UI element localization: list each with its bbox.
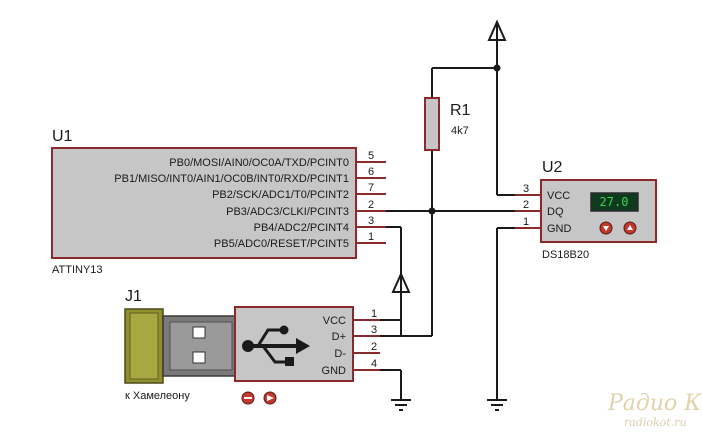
u1-pin-number: 7 xyxy=(368,182,374,194)
u1-pin-number: 5 xyxy=(368,150,374,162)
temp-up-button[interactable] xyxy=(623,221,637,235)
u2-pin-number: 1 xyxy=(523,216,529,228)
j1-pin-label: D+ xyxy=(332,331,346,343)
u2-lcd-display xyxy=(590,192,639,212)
temp-down-button[interactable] xyxy=(599,221,613,235)
j1-pin-number: 1 xyxy=(371,308,377,320)
j1-usb-connector: J1 VCC D+ D- GND 1 3 2 4 xyxy=(124,288,380,405)
u1-pin-label: PB2/SCK/ADC1/T0/PCINT2 xyxy=(212,189,349,201)
ground-symbol-j1 xyxy=(391,399,411,411)
r1-value: 4k7 xyxy=(451,125,469,137)
r1-refdes: R1 xyxy=(450,102,471,119)
j1-pin-number: 4 xyxy=(371,358,377,370)
u2-part-name: DS18B20 xyxy=(542,249,589,261)
usb-icon xyxy=(242,325,310,366)
u2-ds18b20: U2 3 2 1 VCC DQ GND 27.0 DS18B20 xyxy=(515,159,657,261)
u2-pin-label: VCC xyxy=(547,190,570,202)
u2-pin-label: GND xyxy=(547,223,572,235)
arrow-down-icon xyxy=(603,226,609,231)
power-symbol-j1 xyxy=(391,271,411,293)
j1-pin-label: GND xyxy=(322,365,347,377)
u1-refdes: U1 xyxy=(52,128,73,145)
junction-dot xyxy=(493,64,501,72)
usb-contact xyxy=(192,351,206,364)
u2-refdes: U2 xyxy=(542,159,563,176)
u1-pin-number: 3 xyxy=(368,215,374,227)
watermark-url: radiokot.ru xyxy=(624,416,687,429)
j1-pin-number: 3 xyxy=(371,324,377,336)
junction-dot xyxy=(428,207,436,215)
arrow-up-icon xyxy=(627,225,633,230)
u1-attiny13: U1 PB0/MOSI/AIN0/OC0A/TXD/PCINT0 PB1/MIS… xyxy=(51,128,386,276)
j1-caption: к Хамелеону xyxy=(125,390,190,402)
u2-pin-number: 2 xyxy=(523,199,529,211)
j1-refdes: J1 xyxy=(125,288,142,305)
usb-connect-button[interactable] xyxy=(241,391,255,405)
wires xyxy=(378,40,515,400)
minus-icon xyxy=(244,397,252,399)
r1-body xyxy=(424,97,440,151)
arrow-right-icon xyxy=(267,395,274,401)
u1-pin-label: PB1/MISO/INT0/AIN1/OC0B/INT0/RXD/PCINT1 xyxy=(114,173,349,185)
watermark: Радио КОТ radiokot.ru xyxy=(607,391,702,429)
r1-resistor: R1 4k7 xyxy=(424,97,471,151)
u1-pin-label: PB5/ADC0/RESET/PCINT5 xyxy=(214,238,349,250)
ground-symbol-u2 xyxy=(487,399,507,411)
u2-lcd-readout: 27.0 xyxy=(600,195,629,209)
u2-pin-number: 3 xyxy=(523,183,529,195)
u1-part-name: ATTINY13 xyxy=(52,264,103,276)
j1-pin-label: VCC xyxy=(323,315,346,327)
usb-contact xyxy=(192,326,206,339)
u1-pin-number: 2 xyxy=(368,199,374,211)
usb-disconnect-button[interactable] xyxy=(263,391,277,405)
u1-pin-label: PB3/ADC3/CLKI/PCINT3 xyxy=(226,206,349,218)
watermark-title: Радио КОТ xyxy=(607,391,702,416)
power-symbol-top xyxy=(487,19,507,41)
u1-body xyxy=(51,147,357,259)
u1-pin-number: 6 xyxy=(368,166,374,178)
j1-pin-label: D- xyxy=(334,348,346,360)
u1-pin-label: PB0/MOSI/AIN0/OC0A/TXD/PCINT0 xyxy=(169,157,349,169)
u2-pin-label: DQ xyxy=(547,206,564,218)
j1-pin-number: 2 xyxy=(371,341,377,353)
u1-pin-label: PB4/ADC2/PCINT4 xyxy=(254,222,349,234)
u1-pin-number: 1 xyxy=(368,231,374,243)
